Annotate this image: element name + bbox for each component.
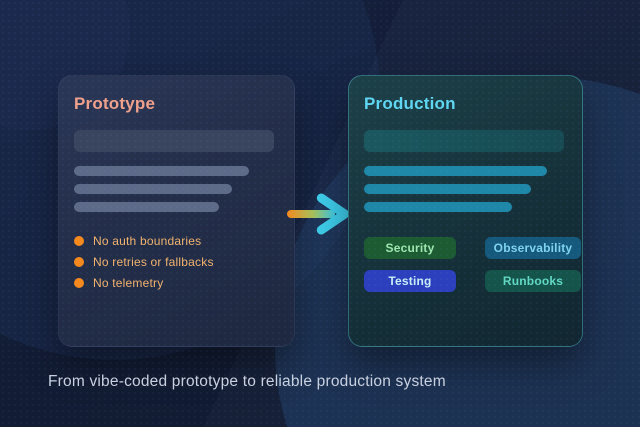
issue-label: No retries or fallbacks <box>93 254 214 269</box>
input-skeleton <box>364 130 564 152</box>
badge-observability: Observability <box>485 237 581 259</box>
badge-runbooks: Runbooks <box>485 270 581 292</box>
issue-label: No telemetry <box>93 275 164 290</box>
text-skeleton-group <box>74 166 279 212</box>
bullet-dot-icon <box>74 235 84 246</box>
input-skeleton <box>74 130 274 152</box>
bullet-dot-icon <box>74 256 84 267</box>
text-skeleton-group <box>364 166 567 212</box>
production-card-title: Production <box>364 94 456 113</box>
text-skeleton-line <box>364 202 512 212</box>
text-skeleton-line <box>364 166 547 176</box>
transition-arrow-icon <box>285 192 357 236</box>
text-skeleton-line <box>74 166 249 176</box>
caption: From vibe-coded prototype to reliable pr… <box>48 373 446 390</box>
issue-item: No auth boundaries <box>74 233 279 248</box>
issue-list: No auth boundaries No retries or fallbac… <box>74 233 279 290</box>
prototype-card-title: Prototype <box>74 94 156 113</box>
text-skeleton-line <box>74 202 219 212</box>
issue-label: No auth boundaries <box>93 233 202 248</box>
text-skeleton-line <box>364 184 531 194</box>
text-skeleton-line <box>74 184 232 194</box>
production-card: Production Security Observability Testin… <box>348 75 583 347</box>
badge-security: Security <box>364 237 456 259</box>
issue-item: No telemetry <box>74 275 279 290</box>
bullet-dot-icon <box>74 277 84 288</box>
issue-item: No retries or fallbacks <box>74 254 279 269</box>
capability-badge-grid: Security Observability Testing Runbooks <box>364 237 581 292</box>
badge-testing: Testing <box>364 270 456 292</box>
prototype-card: Prototype No auth boundaries No retries … <box>58 75 295 347</box>
